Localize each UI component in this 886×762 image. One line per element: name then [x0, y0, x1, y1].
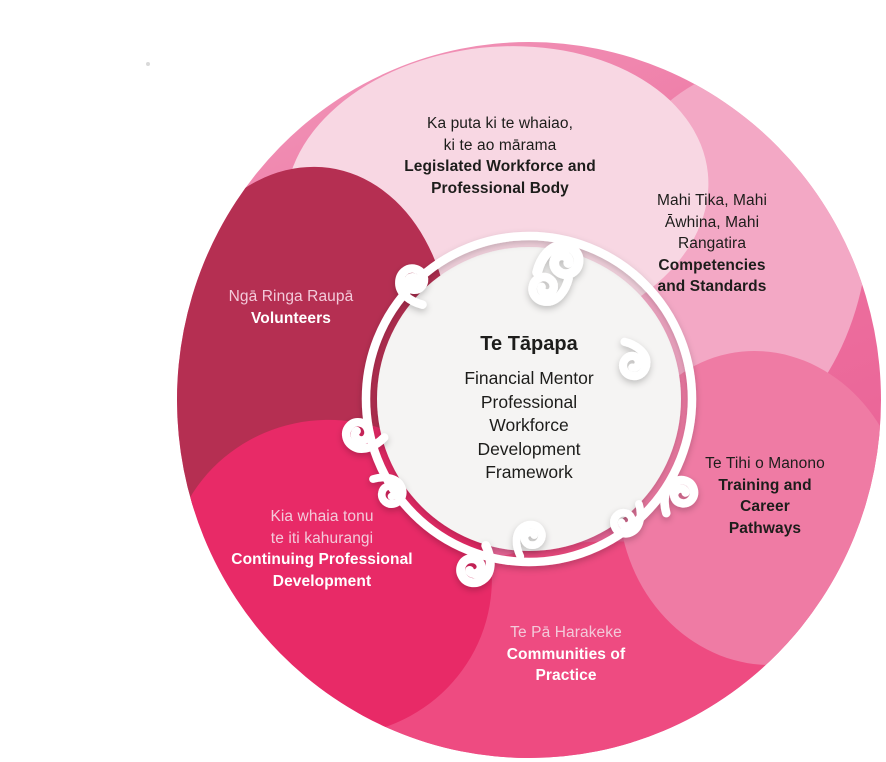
segment-maori-text: Kia whaia tonu te iti kahurangi [270, 508, 374, 547]
segment-label-volunteers: Ngā Ringa Raupā Volunteers [176, 286, 406, 329]
segment-maori-text: Ka puta ki te whaiao, ki te ao mārama [427, 115, 573, 154]
segment-label-training-career-pathways: Te Tihi o Manono Training and Career Pat… [660, 453, 870, 539]
segment-english-text: Continuing Professional Development [231, 551, 413, 590]
center-ring [361, 231, 697, 567]
segment-label-continuing-professional-development: Kia whaia tonu te iti kahurangi Continui… [177, 506, 467, 592]
segment-english-text: Volunteers [251, 309, 331, 327]
segment-english-text: Communities of Practice [506, 645, 626, 685]
segment-label-competencies-standards: Mahi Tika, Mahi Āwhina, Mahi Rangatira C… [607, 190, 817, 298]
segment-english-text: Competencies and Standards [657, 256, 767, 296]
center-label: Te Tāpapa Financial Mentor Professional … [399, 333, 659, 485]
diagram-title: Te Tāpapa [480, 333, 578, 355]
koru-spiral-icon [345, 421, 385, 450]
segment-maori-text: Te Tihi o Manono [705, 455, 825, 472]
stray-mark [146, 62, 150, 66]
segment-maori-text: Te Pā Harakeke [510, 624, 622, 641]
segment-maori-text: Ngā Ringa Raupā [228, 288, 354, 305]
segment-english-text: Training and Career Pathways [718, 476, 812, 537]
segment-english-text: Legislated Workforce and Professional Bo… [404, 158, 596, 197]
segment-label-communities-of-practice: Te Pā Harakeke Communities of Practice [446, 622, 686, 687]
segment-maori-text: Mahi Tika, Mahi Āwhina, Mahi Rangatira [656, 192, 768, 252]
segment-label-legislated-workforce: Ka puta ki te whaiao, ki te ao mārama Le… [350, 113, 650, 199]
center-circle [377, 247, 681, 551]
diagram-subtitle: Financial Mentor Professional Workforce … [464, 368, 594, 482]
